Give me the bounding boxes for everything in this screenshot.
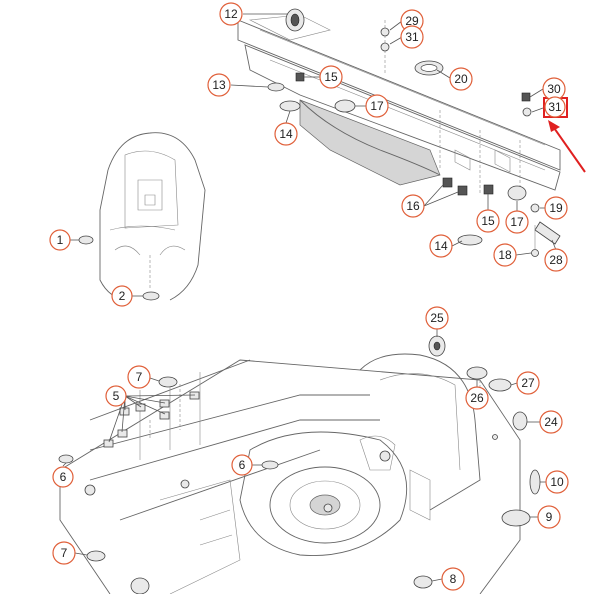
svg-text:7: 7 [136,370,143,384]
callout-6-left[interactable]: 6 [52,466,74,488]
floor-pan-assembly [58,335,541,594]
callouts: 12 29 31 13 15 20 17 14 30 31 16 15 17 1… [49,2,569,591]
leader-lines [62,13,557,582]
callout-28[interactable]: 28 [544,248,568,272]
callout-2[interactable]: 2 [111,285,133,307]
svg-text:2: 2 [119,289,126,303]
callout-27[interactable]: 27 [516,371,540,395]
svg-text:20: 20 [454,72,468,86]
callout-7-bottom[interactable]: 7 [52,541,76,565]
callout-7-top[interactable]: 7 [127,365,151,389]
callout-15-top[interactable]: 15 [319,65,343,89]
callout-31-top[interactable]: 31 [400,25,424,49]
svg-text:16: 16 [406,199,420,213]
callout-13[interactable]: 13 [207,73,231,97]
callout-30[interactable]: 30 [542,77,566,101]
svg-text:7: 7 [61,546,68,560]
callout-20[interactable]: 20 [449,67,473,91]
callout-14-bottom[interactable]: 14 [429,234,453,258]
callout-29[interactable]: 29 [400,9,424,33]
callout-24[interactable]: 24 [539,410,563,434]
svg-text:31: 31 [405,30,419,44]
svg-text:8: 8 [450,572,457,586]
upper-crossmember-assembly [237,8,561,257]
callout-5[interactable]: 5 [105,385,127,407]
svg-text:25: 25 [430,311,444,325]
callout-6-middle[interactable]: 6 [231,454,253,476]
svg-text:6: 6 [60,470,67,484]
callout-9[interactable]: 9 [537,505,561,529]
svg-text:29: 29 [405,14,419,28]
callout-8[interactable]: 8 [441,567,465,591]
svg-text:14: 14 [434,239,448,253]
svg-text:15: 15 [481,214,495,228]
svg-text:13: 13 [212,78,226,92]
callout-16[interactable]: 16 [401,194,425,218]
svg-text:24: 24 [544,415,558,429]
svg-text:15: 15 [324,70,338,84]
callout-15-bottom[interactable]: 15 [476,209,500,233]
callout-14-top[interactable]: 14 [274,122,298,146]
callout-17-top[interactable]: 17 [365,94,389,118]
svg-text:14: 14 [279,127,293,141]
svg-text:19: 19 [549,201,563,215]
callout-19[interactable]: 19 [544,196,568,220]
svg-text:12: 12 [224,7,238,21]
callout-26[interactable]: 26 [465,386,489,410]
svg-text:17: 17 [370,99,384,113]
svg-text:30: 30 [547,82,561,96]
callout-10[interactable]: 10 [545,470,569,494]
svg-text:27: 27 [521,376,535,390]
callout-12[interactable]: 12 [219,2,243,26]
svg-text:1: 1 [57,233,64,247]
callout-1[interactable]: 1 [49,229,71,251]
callout-25[interactable]: 25 [425,306,449,330]
svg-text:10: 10 [550,475,564,489]
callout-31-highlighted[interactable]: 31 [544,96,566,118]
svg-text:5: 5 [113,389,120,403]
svg-text:28: 28 [549,253,563,267]
tunnel-detail [78,132,206,301]
svg-text:31: 31 [548,100,562,114]
svg-text:26: 26 [470,391,484,405]
svg-text:9: 9 [546,510,553,524]
callout-18[interactable]: 18 [493,243,517,267]
svg-text:18: 18 [498,248,512,262]
svg-text:6: 6 [239,458,246,472]
svg-text:17: 17 [510,215,524,229]
callout-17-bottom[interactable]: 17 [505,210,529,234]
